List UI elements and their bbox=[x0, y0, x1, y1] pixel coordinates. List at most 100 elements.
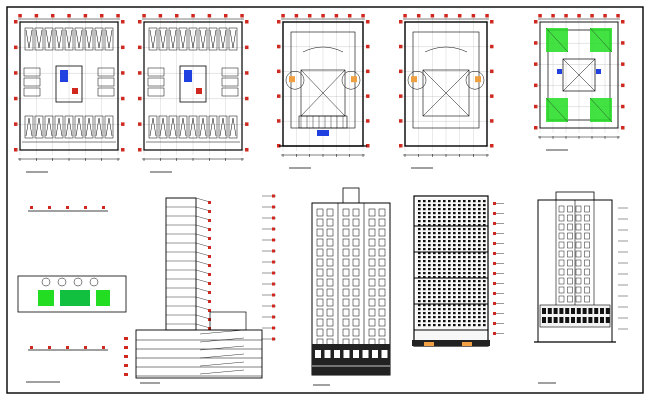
window-cell bbox=[453, 204, 456, 207]
window-cell bbox=[423, 256, 426, 259]
level-marker bbox=[208, 318, 211, 321]
window-cell bbox=[438, 236, 441, 239]
grid-axis-marker bbox=[14, 20, 18, 24]
window-cell bbox=[453, 324, 456, 327]
window-cell bbox=[423, 236, 426, 239]
parking-stall bbox=[65, 117, 73, 137]
grid-axis-marker bbox=[245, 20, 249, 24]
window-cell bbox=[433, 296, 436, 299]
grid-axis-marker bbox=[174, 14, 179, 18]
window-cell bbox=[463, 244, 466, 247]
window-cell bbox=[463, 252, 466, 255]
level-marker bbox=[272, 326, 275, 330]
window-cell bbox=[443, 200, 446, 203]
window-cell bbox=[443, 216, 446, 219]
window-cell bbox=[443, 296, 446, 299]
window-cell bbox=[423, 252, 426, 255]
window-cell bbox=[483, 212, 486, 215]
window bbox=[582, 308, 587, 314]
window-cell bbox=[473, 268, 476, 271]
window-cell bbox=[473, 256, 476, 259]
window-cell bbox=[448, 228, 451, 231]
window-cell bbox=[468, 320, 471, 323]
window-cell bbox=[433, 256, 436, 259]
window-cell bbox=[458, 300, 461, 303]
grid-axis-marker bbox=[240, 14, 244, 18]
window-cell bbox=[458, 276, 461, 279]
window-cell bbox=[468, 220, 471, 223]
window bbox=[594, 308, 599, 314]
grid-axis-marker bbox=[490, 20, 494, 24]
window bbox=[381, 350, 388, 358]
grid-axis-marker bbox=[399, 20, 403, 24]
grid-axis-marker bbox=[14, 96, 18, 101]
window-cell bbox=[443, 304, 446, 307]
level-marker bbox=[124, 364, 128, 367]
grid-axis-marker bbox=[138, 45, 142, 50]
grid-axis-marker bbox=[14, 71, 18, 75]
window-cell bbox=[428, 248, 431, 251]
round-planter bbox=[341, 70, 361, 90]
parking-stall bbox=[35, 29, 43, 49]
grid-axis-marker bbox=[138, 122, 142, 126]
window-cell bbox=[428, 208, 431, 211]
window bbox=[343, 350, 350, 358]
window-cell bbox=[473, 300, 476, 303]
grid-axis-marker bbox=[66, 346, 69, 349]
window-cell bbox=[463, 264, 466, 267]
window-cell bbox=[458, 292, 461, 295]
window-cell bbox=[418, 264, 421, 267]
window-cell bbox=[428, 272, 431, 275]
parking-stall bbox=[85, 29, 93, 49]
window-cell bbox=[443, 248, 446, 251]
level-marker bbox=[493, 312, 496, 315]
grid-axis-marker bbox=[277, 20, 281, 24]
level-marker bbox=[208, 300, 211, 303]
window-cell bbox=[423, 284, 426, 287]
window-cell bbox=[478, 200, 481, 203]
level-marker bbox=[208, 309, 211, 312]
grid-axis-marker bbox=[366, 69, 370, 74]
window-cell bbox=[453, 252, 456, 255]
window-cell bbox=[433, 324, 436, 327]
grid-axis-marker bbox=[347, 14, 352, 18]
window-cell bbox=[468, 312, 471, 315]
parking-stall bbox=[209, 117, 217, 137]
window-cell bbox=[443, 256, 446, 259]
grid-axis-marker bbox=[399, 144, 403, 148]
window-cell bbox=[468, 304, 471, 307]
level-marker bbox=[124, 373, 128, 376]
window-cell bbox=[428, 304, 431, 307]
window-cell bbox=[483, 228, 486, 231]
window-cell bbox=[448, 204, 451, 207]
base-slab bbox=[412, 340, 490, 346]
window-cell bbox=[443, 308, 446, 311]
window-cell bbox=[423, 296, 426, 299]
level-marker bbox=[493, 332, 496, 335]
window-cell bbox=[433, 200, 436, 203]
level-marker bbox=[272, 304, 275, 308]
window-cell bbox=[453, 312, 456, 315]
grid-axis-marker bbox=[14, 148, 18, 152]
grid-axis-marker bbox=[621, 104, 625, 109]
grid-axis-marker bbox=[294, 14, 299, 18]
window-cell bbox=[448, 284, 451, 287]
window-cell bbox=[438, 312, 441, 315]
window-cell bbox=[418, 300, 421, 303]
grid-axis-marker bbox=[121, 20, 125, 24]
window-cell bbox=[423, 304, 426, 307]
furniture bbox=[289, 76, 295, 83]
grid-axis-marker bbox=[366, 94, 370, 98]
window-cell bbox=[428, 260, 431, 263]
grid-axis-marker bbox=[18, 14, 22, 18]
window-cell bbox=[453, 224, 456, 227]
window-cell bbox=[438, 200, 441, 203]
window-cell bbox=[418, 272, 421, 275]
window-cell bbox=[473, 232, 476, 235]
window-cell bbox=[483, 224, 486, 227]
window-cell bbox=[448, 240, 451, 243]
window-cell bbox=[463, 208, 466, 211]
window-cell bbox=[428, 212, 431, 215]
window-cell bbox=[423, 224, 426, 227]
window-cell bbox=[448, 232, 451, 235]
